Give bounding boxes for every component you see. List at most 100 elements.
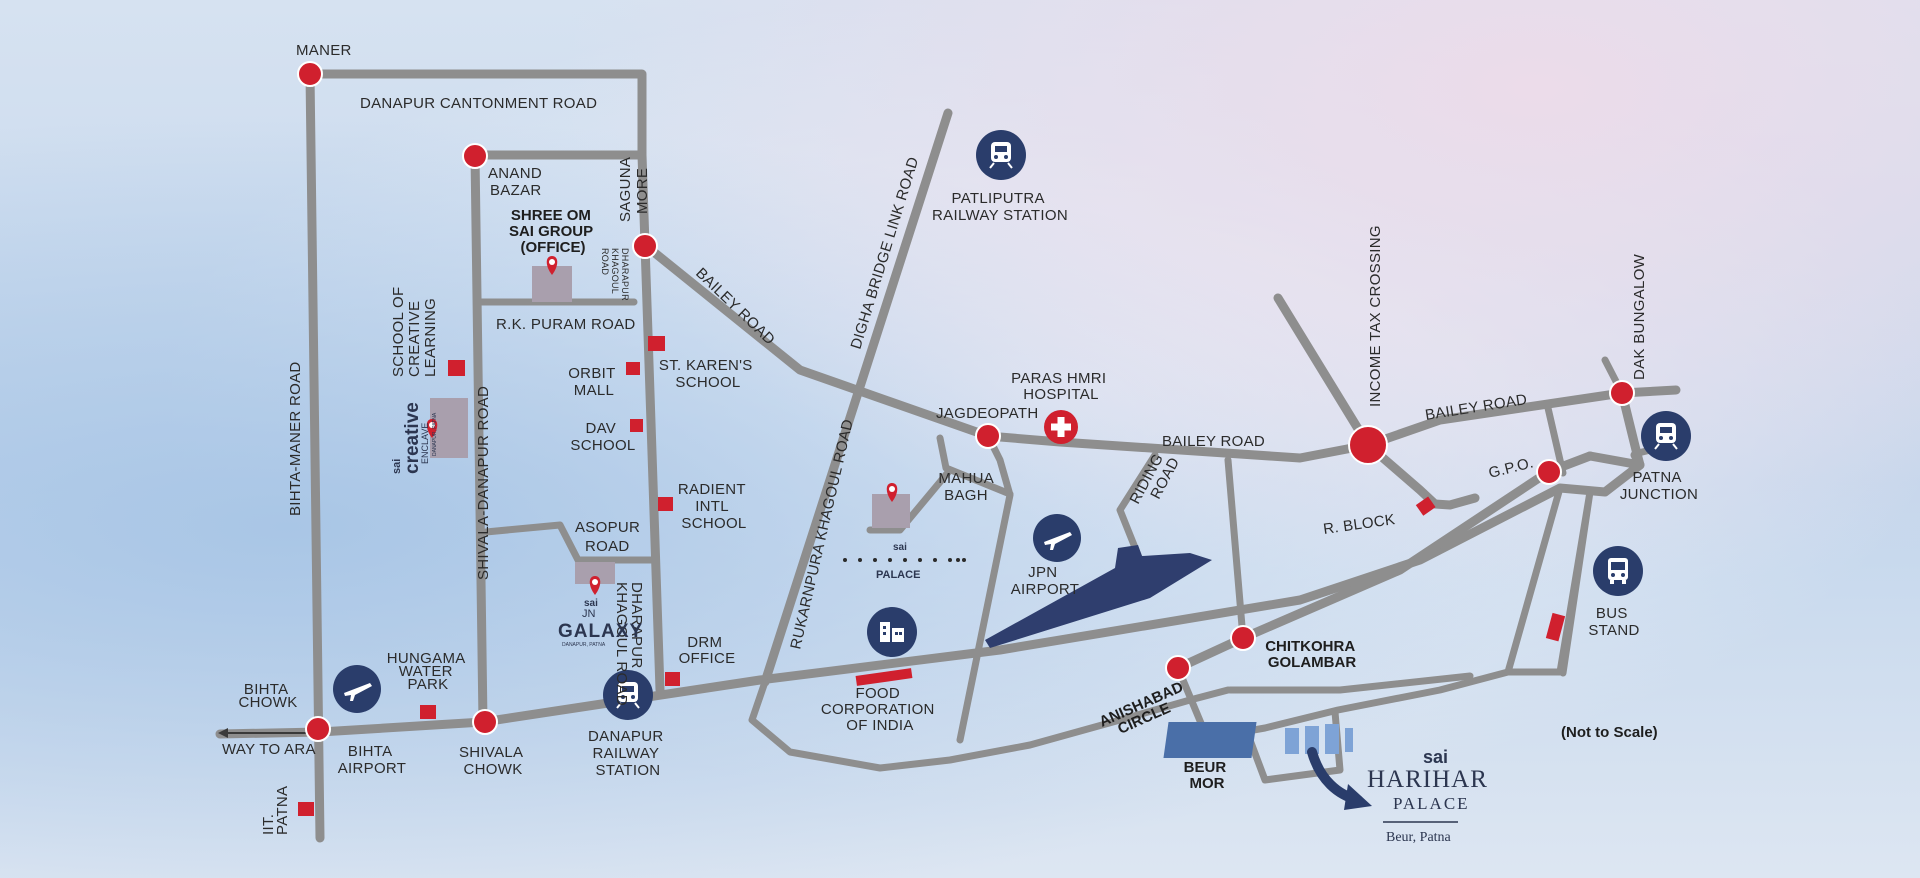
label-anand-bazar: ANAND BAZAR: [488, 165, 546, 199]
label-hungama-water-park: HUNGAMA WATER PARK: [387, 650, 469, 693]
svg-text:PALACE: PALACE: [1393, 794, 1470, 813]
jagdeopath-junction: [975, 423, 1001, 449]
svg-text:sai: sai: [584, 598, 598, 609]
svg-text:sai: sai: [1423, 747, 1448, 767]
gpo-link: [1544, 404, 1567, 477]
label-maner: MANER: [296, 42, 352, 59]
svg-text:DANAPUR, PATNA: DANAPUR, PATNA: [562, 642, 606, 648]
property-sites: [426, 256, 910, 595]
location-pin-icon: [589, 576, 601, 595]
galaxy-site: [575, 562, 615, 584]
income-tax-crossing-junction: [1348, 425, 1388, 465]
label-saguna-more: SAGUNA MORE: [617, 153, 651, 222]
label-bus-stand: BUS STAND: [1588, 605, 1639, 639]
label-income-tax-crossing: INCOME TAX CROSSING: [1367, 225, 1384, 407]
palace-logo: sai PALACE: [876, 542, 920, 581]
jpn-airport-runway: [985, 545, 1212, 648]
label-chitkohra-golambar: CHITKOHRA GOLAMBAR: [1265, 638, 1359, 671]
train-icon: [603, 670, 653, 720]
label-asopur-road: ASOPUR ROAD: [575, 519, 645, 555]
anishabad-junction: [1165, 655, 1191, 681]
svg-text:JN: JN: [582, 608, 596, 620]
svg-text:Beur, Patna: Beur, Patna: [1386, 830, 1452, 845]
label-jpn-airport: JPN AIRPORT: [1011, 564, 1080, 598]
label-dav-school: DAV SCHOOL: [570, 420, 635, 454]
svg-text:ENCLAVE: ENCLAVE: [420, 423, 430, 464]
label-danapur-station: DANAPUR RAILWAY STATION: [588, 728, 668, 779]
asopur-road-line: [482, 521, 656, 564]
label-dharapur-khagoul-upper: DHARAPUR KHAGOUL ROAD: [600, 248, 630, 304]
label-radient-school: RADIENT INTL SCHOOL: [678, 481, 750, 532]
bus-icon: [1593, 546, 1643, 596]
main-road-south: [215, 450, 1645, 739]
mahua-bagh-road: [936, 432, 1014, 744]
label-paras-hospital: PARAS HMRI HOSPITAL: [1011, 370, 1111, 403]
svg-text:DANAPUR, PATNA: DANAPUR, PATNA: [432, 412, 438, 456]
danapur-cantonment-road-line: [305, 69, 647, 160]
label-beur-mor: BEUR MOR: [1184, 759, 1231, 792]
gpo-junction: [1536, 459, 1562, 485]
label-orbit-mall: ORBIT MALL: [568, 365, 620, 399]
anishabad-road: [1226, 672, 1474, 694]
label-shivala-danapur-road: SHIVALA-DANAPUR ROAD: [475, 386, 492, 580]
rukarnpura-loop: [748, 678, 1232, 772]
label-jagdeopath: JAGDEOPATH: [936, 405, 1038, 422]
not-to-scale-note: (Not to Scale): [1561, 724, 1658, 741]
label-school-creative: SCHOOL OF CREATIVE LEARNING: [390, 282, 439, 377]
svg-text:creative: creative: [402, 402, 423, 474]
label-drm-office: DRM OFFICE: [679, 634, 736, 667]
label-rk-puram-road: R.K. PURAM ROAD: [496, 316, 636, 333]
label-dharapur-khagoul-lower: DHARAPUR KHAGOUL ROAD: [613, 582, 645, 706]
train-icon: [976, 130, 1026, 180]
airplane-icon: [333, 665, 381, 713]
label-st-karens: ST. KAREN'S SCHOOL: [659, 357, 757, 391]
bihta-maner-road: [305, 69, 325, 843]
svg-text:sai: sai: [391, 459, 403, 474]
chitkohra-junction: [1230, 625, 1256, 651]
harihar-palace-logo: sai HARIHAR PALACE Beur, Patna: [1367, 747, 1488, 845]
bailey-road-line: [640, 240, 1681, 463]
label-bailey-road-2: BAILEY ROAD: [1162, 433, 1265, 450]
label-food-corporation: FOOD CORPORATION OF INDIA: [821, 685, 939, 734]
shivala-danapur-road-line: [470, 150, 488, 727]
label-bailey-road-1: BAILEY ROAD: [692, 265, 778, 349]
chitkohra-road: [1224, 456, 1247, 642]
shivala-chowk-junction: [472, 709, 498, 735]
creative-enclave-logo: sai creative ENCLAVE DANAPUR, PATNA: [391, 402, 438, 474]
label-shree-om-office: SHREE OM SAI GROUP (OFFICE): [509, 207, 597, 256]
label-patliputra-station: PATLIPUTRA RAILWAY STATION: [932, 190, 1068, 224]
svg-text:sai: sai: [893, 542, 907, 553]
label-r-block: R. BLOCK: [1322, 511, 1396, 538]
palace-dotted-line: [843, 558, 966, 562]
galaxy-logo: sai JN GALAXY DANAPUR, PATNA: [558, 598, 643, 648]
label-bihta-maner-road: BIHTA-MANER ROAD: [287, 361, 304, 516]
harihar-palace-building: [1163, 722, 1353, 758]
label-shivala-chowk: SHIVALA CHOWK: [459, 744, 527, 778]
saguna-more-junction: [632, 233, 658, 259]
dak-bungalow-junction: [1609, 380, 1635, 406]
svg-text:HARIHAR: HARIHAR: [1367, 766, 1488, 793]
label-mahua-bagh: MAHUA BAGH: [938, 470, 997, 504]
label-gpo: G.P.O.: [1487, 454, 1535, 482]
maner-junction: [297, 61, 323, 87]
place-markers: [298, 336, 1566, 816]
beur-connect-road: [1221, 668, 1512, 739]
digha-bridge-road-line: [760, 108, 953, 687]
svg-text:GALAXY: GALAXY: [558, 621, 643, 642]
riding-road-line: [1116, 451, 1159, 564]
hospital-cross-icon: [1044, 410, 1078, 444]
arrow-icon: [218, 728, 315, 738]
palace-access-road: [866, 466, 954, 534]
label-rukarnpura-road: RUKARNPURA KHAGOUL ROAD: [787, 418, 857, 651]
label-bihta-chowk: BIHTA CHOWK: [239, 681, 298, 711]
label-dak-bungalow: DAK BUNGALOW: [1631, 253, 1648, 380]
bus-stand-loop: [1504, 484, 1594, 677]
label-patna-junction: PATNA JUNCTION: [1620, 469, 1698, 503]
arrow-icon: [1307, 747, 1372, 810]
svg-text:PALACE: PALACE: [876, 569, 920, 581]
anand-bazar-junction: [462, 143, 488, 169]
building-icon: [867, 607, 917, 657]
train-icon: [1641, 411, 1691, 461]
label-danapur-cantonment-road: DANAPUR CANTONMENT ROAD: [360, 95, 597, 112]
